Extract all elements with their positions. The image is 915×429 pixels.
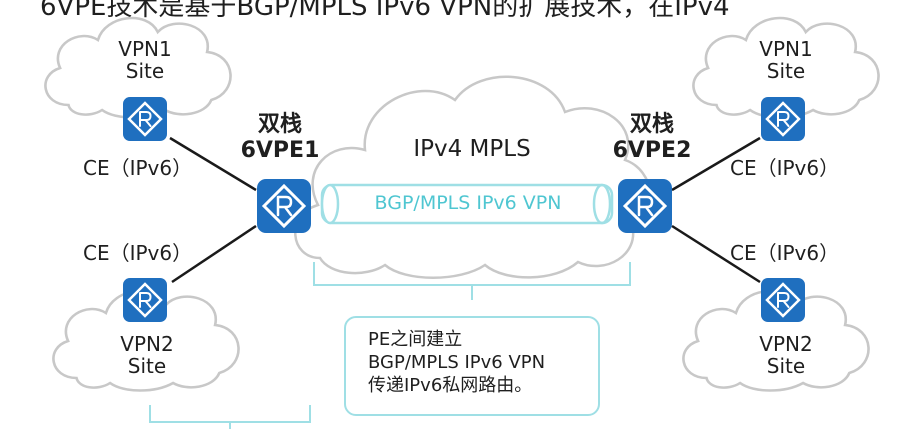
router-icon-pe2[interactable]: [616, 177, 674, 235]
bracket-pe-span: [313, 262, 631, 300]
tunnel-label: BGP/MPLS IPv6 VPN: [374, 192, 562, 214]
link-ce2-pe1: [171, 224, 257, 284]
router-icon-ce-top-right[interactable]: [759, 95, 807, 143]
callout-line-3: 传递IPv6私网路由。: [368, 375, 533, 396]
bracket-ce-span: [149, 405, 311, 429]
router-icon-ce-bottom-right[interactable]: [759, 276, 807, 324]
core-network-label: IPv4 MPLS: [413, 136, 531, 162]
link-pe2-ce3: [671, 136, 761, 192]
router-icon-ce-top-left[interactable]: [121, 95, 169, 143]
ce-label-bottom-left: CE（IPv6）: [83, 241, 193, 265]
ce-label-top-left: CE（IPv6）: [83, 156, 193, 180]
router-icon-pe1[interactable]: [255, 177, 313, 235]
core-cloud-icon: [294, 75, 652, 279]
header-fragment: 6VPE技术是基于BGP/MPLS IPv6 VPN的扩展技术，在IPv4: [40, 0, 730, 22]
link-pe2-ce4: [671, 224, 761, 284]
link-ce1-pe1: [169, 136, 257, 192]
ce-label-bottom-right: CE（IPv6）: [730, 241, 840, 265]
callout-box: PE之间建立 BGP/MPLS IPv6 VPN 传递IPv6私网路由。: [344, 316, 600, 416]
callout-line-2: BGP/MPLS IPv6 VPN: [368, 352, 546, 373]
router-icon-ce-bottom-left[interactable]: [121, 276, 169, 324]
callout-line-1: PE之间建立: [368, 329, 463, 350]
vpn-tunnel: [320, 183, 614, 225]
ce-label-top-right: CE（IPv6）: [730, 156, 840, 180]
